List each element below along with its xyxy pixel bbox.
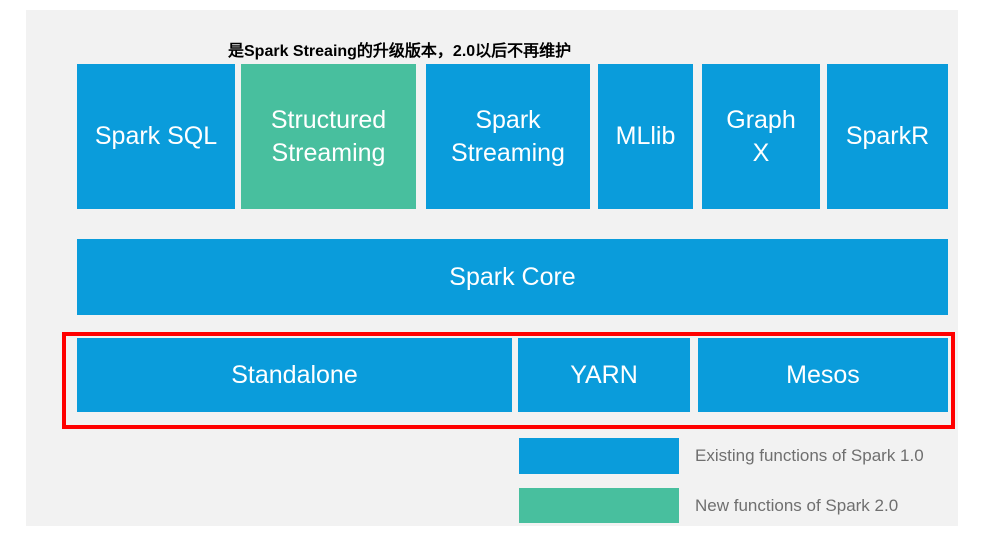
box-graphx-label: Graph X	[726, 106, 796, 167]
box-standalone: Standalone	[77, 338, 512, 412]
legend-swatch-existing	[519, 438, 679, 474]
box-mllib-label: MLlib	[615, 122, 676, 151]
box-yarn-label: YARN	[570, 360, 638, 389]
box-spark-streaming-label: Spark Streaming	[451, 106, 565, 167]
box-mesos-label: Mesos	[786, 360, 860, 389]
box-mesos: Mesos	[698, 338, 948, 412]
box-spark-sql-label: Spark SQL	[94, 122, 218, 151]
box-graphx: Graph X	[702, 64, 820, 209]
box-sparkr-label: SparkR	[845, 122, 930, 151]
legend-swatch-new	[519, 488, 679, 523]
box-spark-core: Spark Core	[77, 239, 948, 315]
box-spark-streaming: Spark Streaming	[426, 64, 590, 209]
legend-label-new: New functions of Spark 2.0	[695, 495, 899, 515]
box-spark-sql: Spark SQL	[77, 64, 235, 209]
structured-streaming-annotation: 是Spark Streaing的升级版本，2.0以后不再维护	[228, 43, 572, 60]
box-mllib: MLlib	[598, 64, 693, 209]
box-spark-core-label: Spark Core	[449, 262, 576, 291]
legend-label-existing: Existing functions of Spark 1.0	[695, 446, 924, 465]
box-yarn: YARN	[518, 338, 690, 412]
box-sparkr: SparkR	[827, 64, 948, 209]
box-standalone-label: Standalone	[231, 360, 358, 389]
box-structured-streaming-label: Structured Streaming	[270, 106, 387, 167]
box-structured-streaming: Structured Streaming	[241, 64, 416, 209]
